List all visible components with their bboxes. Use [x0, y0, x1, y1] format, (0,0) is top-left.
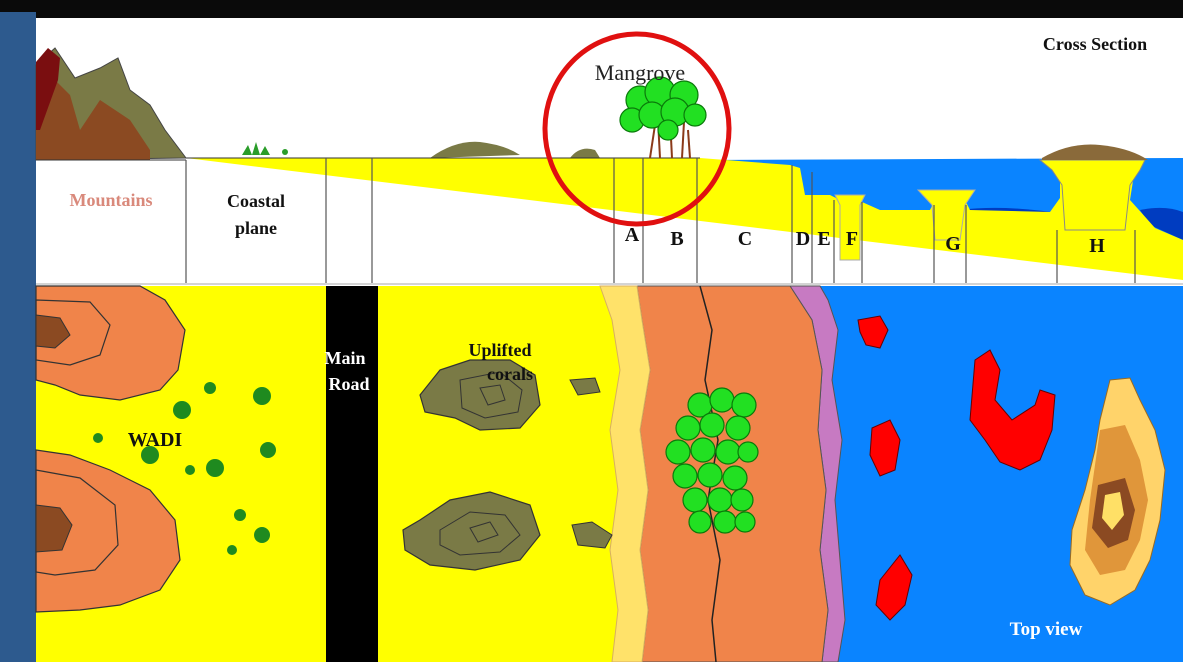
zone-d-label: D: [796, 228, 810, 250]
zone-mountains-label: Mountains: [69, 190, 152, 210]
zone-f-label: F: [846, 228, 858, 250]
zone-a-label: A: [625, 224, 640, 246]
zone-g-label: G: [945, 233, 961, 255]
zone-h-label: H: [1089, 235, 1105, 257]
mangrove-label: Mangrove: [595, 60, 685, 85]
zone-plane-label: plane: [235, 218, 277, 238]
uplifted-corals-label-line1: Uplifted: [469, 340, 532, 360]
tv-main-road: [326, 286, 378, 662]
zone-b-label: B: [670, 228, 683, 250]
zone-coastal-label: Coastal: [227, 191, 285, 211]
zone-e-label: E: [817, 228, 830, 250]
main-road-label-line2: Road: [328, 374, 369, 394]
top-view-panel: [36, 286, 1183, 662]
zone-c-label: C: [738, 228, 752, 250]
left-frame-bar: [0, 12, 36, 662]
main-road-label-line1: Main: [324, 348, 365, 368]
wadi-label: WADI: [128, 429, 183, 451]
top-view-label: Top view: [1010, 619, 1083, 640]
uplifted-corals-label-line2: corals: [487, 364, 533, 384]
diagram-title: Cross Section: [1043, 34, 1147, 54]
